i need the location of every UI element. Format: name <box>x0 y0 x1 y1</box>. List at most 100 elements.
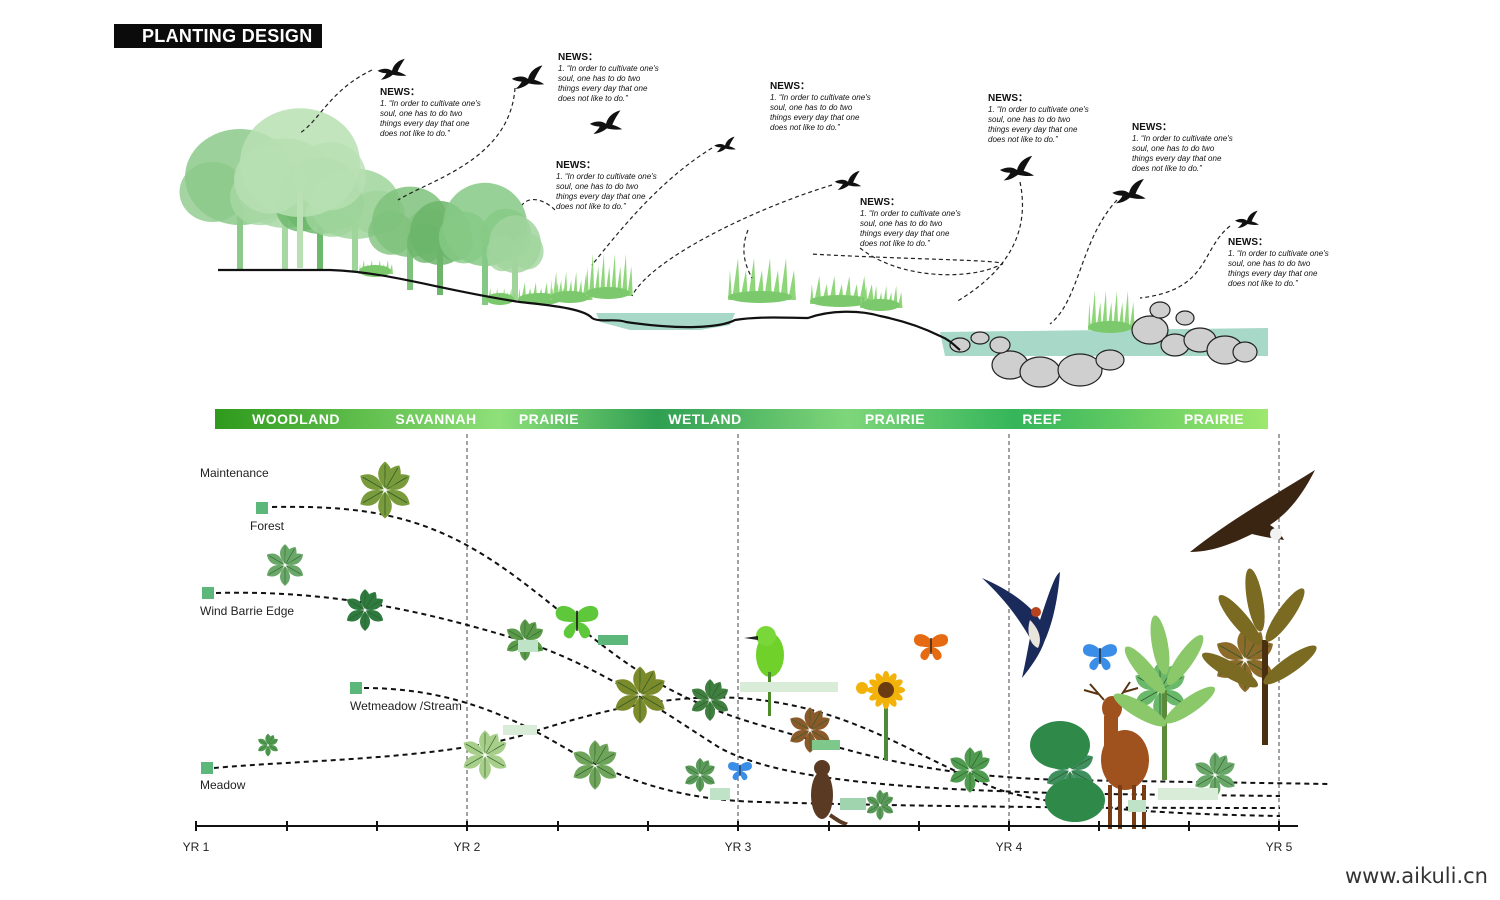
note-text: does not like to do.” <box>1228 279 1298 288</box>
rock-icon <box>970 331 990 345</box>
ground-line <box>218 268 961 351</box>
time-span-bar <box>710 788 730 800</box>
dashed-arrow <box>591 147 713 266</box>
plant-icon <box>344 588 386 632</box>
note-text: things every day that one <box>556 192 646 201</box>
news-note: NEWS：1. “In order to cultivate one'ssoul… <box>988 93 1089 144</box>
note-text: 1. “In order to cultivate one's <box>770 93 871 102</box>
news-note: NEWS：1. “In order to cultivate one'ssoul… <box>860 197 961 248</box>
note-text: does not like to do.” <box>1132 164 1202 173</box>
dashed-arrow <box>521 198 556 211</box>
dashed-arrow <box>1139 225 1231 299</box>
note-text: 1. “In order to cultivate one's <box>1132 134 1233 143</box>
news-note: NEWS：1. “In order to cultivate one'ssoul… <box>558 52 659 103</box>
category-label: Wetmeadow /Stream <box>350 699 462 713</box>
bird-icon <box>834 170 862 190</box>
note-text: does not like to do.” <box>556 202 626 211</box>
note-heading: NEWS： <box>860 197 900 208</box>
dashed-arrow <box>743 229 753 279</box>
note-text: things every day that one <box>770 113 860 122</box>
category-marker <box>202 587 214 599</box>
plant-icon <box>356 461 414 519</box>
year-label: YR 1 <box>183 840 210 854</box>
monstera-leaf-icon <box>1030 721 1105 822</box>
note-text: does not like to do.” <box>770 123 840 132</box>
time-span-bar <box>1158 788 1218 800</box>
note-text: does not like to do.” <box>988 135 1058 144</box>
note-text: soul, one has to do two <box>1228 259 1311 268</box>
note-text: things every day that one <box>380 119 470 128</box>
year-label: YR 5 <box>1266 840 1293 854</box>
news-note: NEWS：1. “In order to cultivate one'ssoul… <box>556 160 657 211</box>
banana-plant-icon <box>1202 568 1317 745</box>
note-heading: NEWS： <box>380 87 420 98</box>
note-text: things every day that one <box>860 229 950 238</box>
year-label: YR 2 <box>454 840 481 854</box>
note-text: 1. “In order to cultivate one's <box>860 209 961 218</box>
flight-path-arrows <box>299 69 1231 325</box>
note-text: 1. “In order to cultivate one's <box>558 64 659 73</box>
bee-eater-bird-icon <box>744 626 784 716</box>
note-heading: NEWS： <box>1228 237 1268 248</box>
note-heading: NEWS： <box>556 160 596 171</box>
bird-icon <box>1112 178 1146 204</box>
time-span-bar <box>503 725 537 735</box>
note-text: 1. “In order to cultivate one's <box>988 105 1089 114</box>
year-label: YR 3 <box>725 840 752 854</box>
note-heading: NEWS： <box>770 81 810 92</box>
plant-icon <box>689 678 731 722</box>
note-text: soul, one has to do two <box>770 103 853 112</box>
watermark: www.aikuli.cn <box>1344 864 1488 888</box>
swallow-icon <box>982 572 1060 678</box>
habitat-label: PRAIRIE <box>519 411 579 427</box>
butterfly-icon <box>1082 644 1118 671</box>
news-note: NEWS：1. “In order to cultivate one'ssoul… <box>1132 122 1233 173</box>
category-label: Forest <box>250 519 285 533</box>
succession-curve <box>215 591 1281 797</box>
plant-icon <box>256 733 280 757</box>
note-text: things every day that one <box>988 125 1078 134</box>
rock-icon <box>1095 349 1125 371</box>
note-text: 1. “In order to cultivate one's <box>380 99 481 108</box>
dashed-arrow <box>955 181 1024 303</box>
time-span-bar <box>812 740 840 750</box>
succession-curve <box>271 505 1331 785</box>
dashed-arrow <box>299 69 373 134</box>
rock-icon <box>1232 341 1258 363</box>
category-label: Meadow <box>200 778 246 792</box>
dashed-arrow <box>631 184 833 297</box>
grass-clump-icon <box>586 254 633 299</box>
note-text: soul, one has to do two <box>1132 144 1215 153</box>
habitat-label: PRAIRIE <box>1184 411 1244 427</box>
tree-icon <box>486 215 544 300</box>
grass-clump-icon <box>810 276 874 307</box>
grass-clumps <box>359 254 1135 333</box>
dashed-arrow <box>809 247 1003 276</box>
note-text: things every day that one <box>1132 154 1222 163</box>
grass-clump-icon <box>1088 290 1135 333</box>
bird-icon <box>714 136 736 153</box>
time-span-bar <box>740 682 838 692</box>
banana-plant-icon <box>1113 615 1215 780</box>
note-heading: NEWS： <box>1132 122 1172 133</box>
plant-icon <box>611 666 669 724</box>
succession-curve <box>363 687 1281 809</box>
note-text: 1. “In order to cultivate one's <box>1228 249 1329 258</box>
plant-icon <box>570 739 620 791</box>
bird-icon <box>1235 210 1259 228</box>
note-text: things every day that one <box>1228 269 1318 278</box>
habitat-label: REEF <box>1022 411 1061 427</box>
category-marker <box>201 762 213 774</box>
habitat-label: PRAIRIE <box>865 411 925 427</box>
otter-icon <box>811 760 848 826</box>
news-note: NEWS：1. “In order to cultivate one'ssoul… <box>770 81 871 132</box>
grass-clump-icon <box>728 258 796 303</box>
time-span-bar <box>598 635 628 645</box>
bird-icon <box>377 58 407 80</box>
dashed-arrow <box>1049 199 1118 325</box>
bird-icon <box>999 155 1035 181</box>
